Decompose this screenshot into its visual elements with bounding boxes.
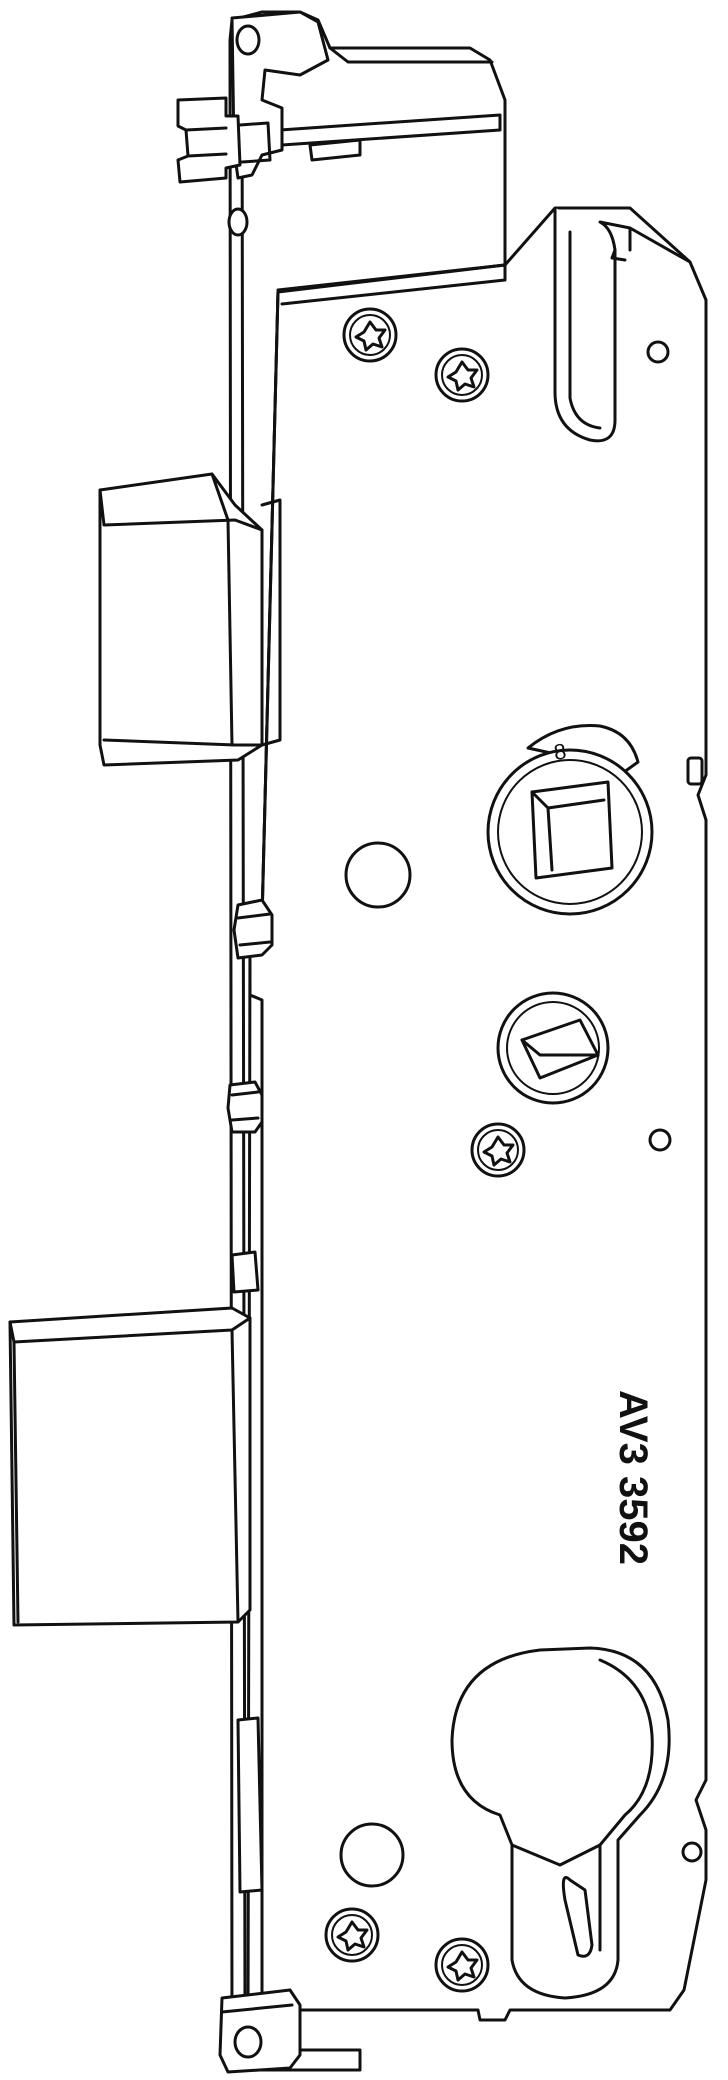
faceplate-top-band xyxy=(276,263,507,306)
latch-bevel xyxy=(210,472,234,747)
latch-bottom-face xyxy=(102,738,264,747)
bottom-mounting-tab xyxy=(218,1988,302,2074)
bottom-tab-hole xyxy=(233,2025,263,2059)
latch-guide xyxy=(260,498,282,747)
top-mounting-tab xyxy=(176,10,330,237)
spindle-follower: 8 xyxy=(486,723,654,916)
top-clip-hook xyxy=(238,121,272,164)
square-hole-depth xyxy=(530,790,606,872)
side-pin-upper-detail xyxy=(236,912,272,947)
cylinder-ledge xyxy=(510,1843,602,1867)
screw-middle xyxy=(470,1122,526,1178)
bottom-tab-body xyxy=(218,1988,302,2074)
cylinder-cutout xyxy=(450,1646,671,2000)
cylinder-profile-outline xyxy=(450,1646,671,2000)
top-tab-body xyxy=(230,10,330,180)
torx-recess-icon xyxy=(354,320,387,352)
side-pin-middle-detail xyxy=(230,1090,260,1122)
torx-recess-icon xyxy=(446,1950,479,1982)
rear-case-shelf xyxy=(278,113,502,147)
hook-slot-outline xyxy=(553,208,691,443)
torx-recess-icon xyxy=(336,1920,369,1952)
latch-body xyxy=(98,472,264,767)
rear-case-inner-edge xyxy=(240,58,247,2022)
screw-top-right xyxy=(434,347,490,403)
side-block-lower xyxy=(230,1250,260,1294)
side-block-bottom xyxy=(236,1716,264,1894)
small-hole-top xyxy=(646,340,670,364)
torx-recess-icon xyxy=(446,360,479,392)
lower-hub-slot-depth xyxy=(520,1038,600,1057)
model-number-label: AV3 3592 xyxy=(611,1390,655,1565)
hook-slot-edge xyxy=(610,226,632,262)
small-hole-bottom xyxy=(681,1841,703,1863)
spindle-size-label: 8 xyxy=(552,738,568,764)
deadbolt-body xyxy=(8,1306,252,1627)
rear-case-top-ledge xyxy=(328,46,494,64)
top-clip-detail xyxy=(184,126,228,158)
deadbolt-face xyxy=(8,1316,252,1344)
deadbolt xyxy=(8,1306,252,1627)
torx-recess-icon xyxy=(482,1135,515,1167)
lower-hub-inner xyxy=(506,1001,600,1095)
lower-hub-ring xyxy=(496,991,610,1105)
faceplate-left-edge xyxy=(260,290,280,922)
deadbolt-edge xyxy=(12,1328,240,1624)
latch-bolt xyxy=(98,472,282,767)
lower-spindle-hub xyxy=(496,991,610,1105)
top-hook-slot xyxy=(553,208,691,443)
screw-top-left xyxy=(342,307,398,363)
top-tab-lower-hole xyxy=(227,207,249,237)
follower-ring-inner xyxy=(497,759,643,905)
bottom-tab-edge xyxy=(220,2003,294,2014)
cylinder-profile-inner xyxy=(598,1658,654,1952)
bottom-large-hole xyxy=(339,1822,405,1888)
small-hole-middle xyxy=(648,1128,672,1152)
large-hole xyxy=(344,841,412,909)
square-spindle-hole xyxy=(530,780,614,880)
side-pin-upper xyxy=(232,898,274,960)
side-hardware xyxy=(226,898,274,1894)
top-tab-hole xyxy=(235,24,261,56)
side-pin-middle xyxy=(226,1080,264,1134)
small-slot-right xyxy=(686,756,704,786)
latch-top-face xyxy=(98,488,264,532)
screw-bottom-right xyxy=(434,1937,490,1993)
hook-slot-depth xyxy=(568,230,602,430)
cylinder-cam-slot xyxy=(561,1876,594,1958)
screw-bottom-left xyxy=(324,1907,380,1963)
